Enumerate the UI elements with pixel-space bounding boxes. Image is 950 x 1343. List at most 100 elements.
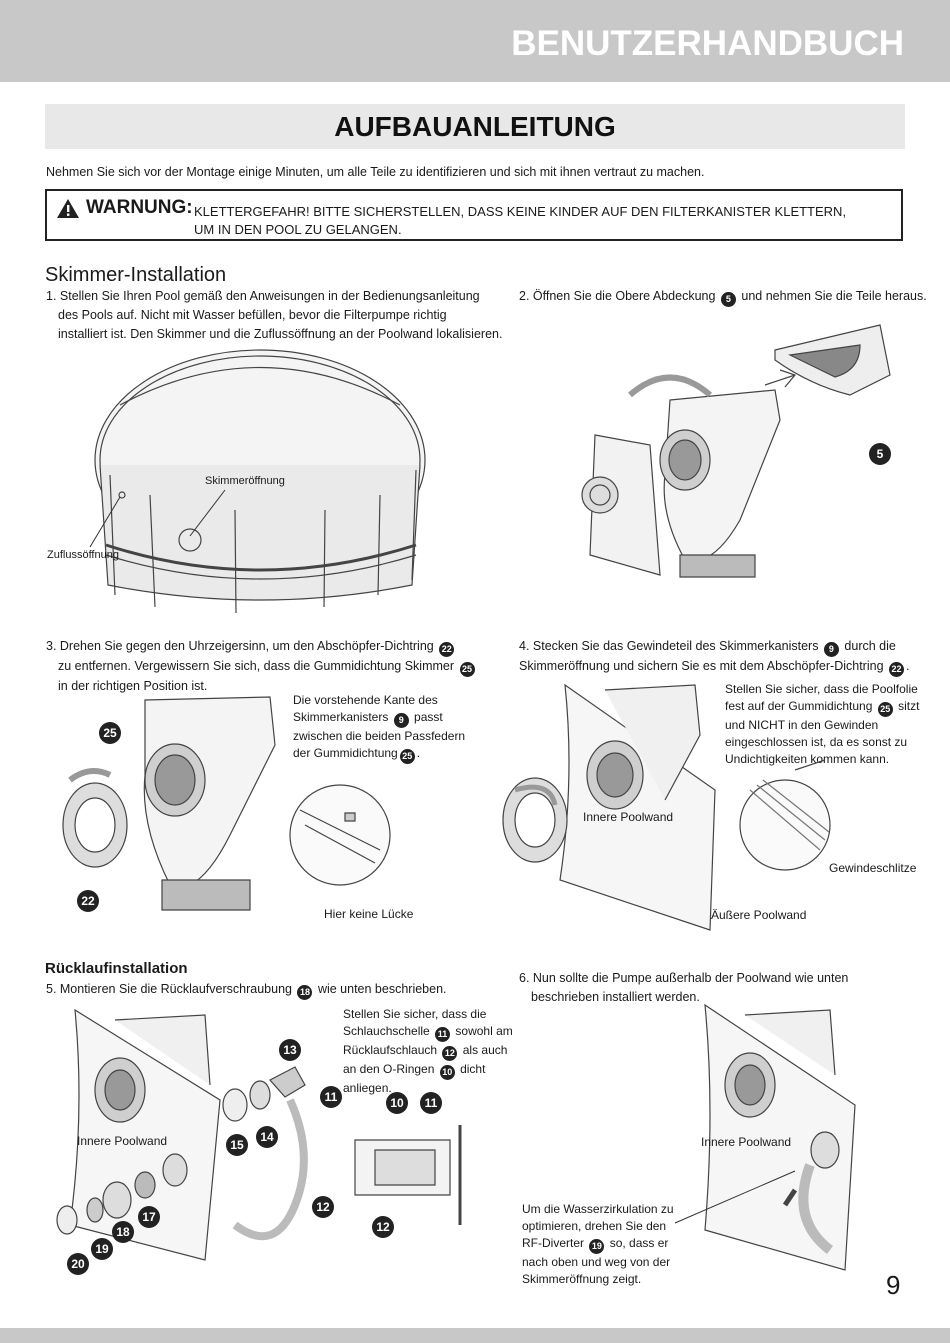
part-25-badge: 25 xyxy=(99,722,121,744)
note-4: Stellen Sie sicher, dass die Poolfolie f… xyxy=(725,681,919,768)
manual-title: BENUTZERHANDBUCH xyxy=(511,24,904,63)
label-skimmer-opening: Skimmeröffnung xyxy=(205,475,285,487)
note-5-line-2b: sowohl am xyxy=(455,1024,513,1038)
step-2-text-a: 2. Öffnen Sie die Obere Abdeckung xyxy=(519,289,716,303)
note-6-line-5: Skimmeröffnung zeigt. xyxy=(522,1272,642,1286)
step-6-text: 6. Nun sollte die Pumpe außerhalb der Po… xyxy=(519,969,848,1007)
step-1-text: 1. Stellen Sie Ihren Pool gemäß den Anwe… xyxy=(46,287,502,344)
note-6-line-2: optimieren, drehen Sie den xyxy=(522,1219,667,1233)
note-3-line-4: der Gummidichtung xyxy=(293,746,398,760)
note-4-line-5: Undichtigkeiten kommen kann. xyxy=(725,752,890,766)
note-5-line-4b: dicht xyxy=(460,1062,486,1076)
note-5-line-2a: Schlauchschelle xyxy=(343,1024,430,1038)
note-3-line-2b: passt xyxy=(414,710,443,724)
return-heading: Rücklaufinstallation xyxy=(45,960,188,977)
step-3-line-1: 3. Drehen Sie gegen den Uhrzeigersinn, u… xyxy=(46,639,434,653)
part-19-marker: 19 xyxy=(589,1239,605,1254)
step-1-line-1: 1. Stellen Sie Ihren Pool gemäß den Anwe… xyxy=(46,289,480,303)
note-6-line-1: Um die Wasserzirkulation zu xyxy=(522,1202,674,1216)
part-11-badge: 11 xyxy=(320,1086,342,1108)
note-5-line-4a: an den O-Ringen xyxy=(343,1062,435,1076)
warning-text: KLETTERGEFAHR! BITTE SICHERSTELLEN, DASS… xyxy=(194,203,846,239)
leader-line-skimmer xyxy=(180,488,240,538)
part-17-badge: 17 xyxy=(138,1206,160,1228)
step-6-line-2: beschrieben installiert werden. xyxy=(531,990,700,1004)
part-11-badge-b: 11 xyxy=(420,1092,442,1114)
part-11-marker: 11 xyxy=(435,1027,451,1042)
leader-line-diverter xyxy=(670,1168,800,1228)
note-3-line-1: Die vorstehende Kante des xyxy=(293,693,438,707)
step-4-line-1b: durch die xyxy=(844,639,896,653)
step-1-line-2: des Pools auf. Nicht mit Wasser befüllen… xyxy=(58,308,447,322)
footer-bar xyxy=(0,1328,950,1343)
part-9-marker: 9 xyxy=(393,713,409,728)
step-5-text: 5. Montieren Sie die Rücklaufverschraubu… xyxy=(46,980,447,1000)
warning-label-text: WARNUNG: xyxy=(86,197,193,218)
step-3-line-3: in der richtigen Position ist. xyxy=(58,679,208,693)
note-6-line-3a: RF-Diverter xyxy=(522,1236,584,1250)
part-5-badge: 5 xyxy=(869,443,891,465)
leader-line-inlet xyxy=(85,495,125,550)
part-25-marker-b: 25 xyxy=(399,749,415,764)
step-5-text-b: wie unten beschrieben. xyxy=(317,982,447,996)
part-22-marker-b: 22 xyxy=(889,662,905,677)
label-inlet: Zuflussöffnung xyxy=(47,549,119,561)
pool-illustration xyxy=(60,345,460,615)
part-10-badge: 10 xyxy=(386,1092,408,1114)
step-2-text-b: und nehmen Sie die Teile heraus. xyxy=(741,289,927,303)
label-outer-wall-4: Äußere Poolwand xyxy=(711,908,807,922)
step-4-text: 4. Stecken Sie das Gewindeteil des Skimm… xyxy=(519,637,910,677)
note-3-line-2a: Skimmerkanisters xyxy=(293,710,389,724)
part-25-marker: 25 xyxy=(459,662,475,677)
part-19-badge: 19 xyxy=(91,1238,113,1260)
part-12-marker: 12 xyxy=(442,1046,458,1061)
intro-text: Nehmen Sie sich vor der Montage einige M… xyxy=(46,165,705,179)
header-bar: BENUTZERHANDBUCH xyxy=(0,0,950,82)
step-4-line-1a: 4. Stecken Sie das Gewindeteil des Skimm… xyxy=(519,639,819,653)
label-no-gap: Hier keine Lücke xyxy=(324,907,414,921)
note-5-line-3b: als auch xyxy=(462,1043,508,1057)
step-3-line-2: zu entfernen. Vergewissern Sie sich, das… xyxy=(58,659,455,673)
part-25-marker-c: 25 xyxy=(877,702,893,717)
part-15-badge: 15 xyxy=(226,1134,248,1156)
warning-label: WARNUNG: xyxy=(56,197,193,219)
step-1-line-3: installiert ist. Den Skimmer und die Zuf… xyxy=(58,327,503,341)
part-14-badge: 14 xyxy=(256,1126,278,1148)
part-12-badge: 12 xyxy=(312,1196,334,1218)
note-6: Um die Wasserzirkulation zu optimieren, … xyxy=(522,1201,674,1288)
note-6-line-3b: so, dass er xyxy=(609,1236,669,1250)
part-22-marker: 22 xyxy=(439,642,455,657)
skimmer-heading: Skimmer-Installation xyxy=(45,264,227,286)
pump-placement-illustration xyxy=(690,1000,870,1275)
label-inner-wall-6: Innere Poolwand xyxy=(701,1135,792,1149)
warning-triangle-icon xyxy=(57,198,79,218)
page-number: 9 xyxy=(886,1270,901,1300)
note-3-line-3: zwischen die beiden Passfedern xyxy=(293,729,466,743)
label-inner-wall-5: Innere Poolwand xyxy=(77,1134,168,1148)
part-5-marker: 5 xyxy=(720,292,736,307)
note-3: Die vorstehende Kante des Skimmerkaniste… xyxy=(293,692,465,764)
note-4-line-2b: sitzt xyxy=(898,699,920,713)
label-inner-wall-4: Innere Poolwand xyxy=(583,810,674,824)
note-6-line-4: nach oben und weg von der xyxy=(522,1255,671,1269)
note-5-line-1: Stellen Sie sicher, dass die xyxy=(343,1007,487,1021)
label-thread-slots: Gewindeschlitze xyxy=(829,861,917,875)
part-18-marker: 18 xyxy=(297,985,313,1000)
note-5-line-3a: Rücklaufschlauch xyxy=(343,1043,438,1057)
section-title: AUFBAUANLEITUNG xyxy=(334,111,616,142)
warning-box xyxy=(45,189,903,241)
skimmer-seal-illustration xyxy=(50,685,450,935)
warning-line-1: KLETTERGEFAHR! BITTE SICHERSTELLEN, DASS… xyxy=(194,204,847,219)
step-2-text: 2. Öffnen Sie die Obere Abdeckung 5 und … xyxy=(519,287,927,307)
section-title-bar: AUFBAUANLEITUNG xyxy=(45,104,905,149)
note-5: Stellen Sie sicher, dass die Schlauchsch… xyxy=(343,1006,513,1097)
skimmer-cover-illustration xyxy=(560,315,900,585)
step-6-line-1: 6. Nun sollte die Pumpe außerhalb der Po… xyxy=(519,971,849,985)
note-4-line-1: Stellen Sie sicher, dass die Poolfolie xyxy=(725,682,918,696)
skimmer-wall-illustration xyxy=(495,680,915,940)
part-13-badge: 13 xyxy=(279,1039,301,1061)
step-5-text-a: 5. Montieren Sie die Rücklaufverschraubu… xyxy=(46,982,292,996)
step-3-text: 3. Drehen Sie gegen den Uhrzeigersinn, u… xyxy=(46,637,477,696)
note-5-line-5: anliegen. xyxy=(343,1081,392,1095)
part-12-badge-b: 12 xyxy=(372,1216,394,1238)
